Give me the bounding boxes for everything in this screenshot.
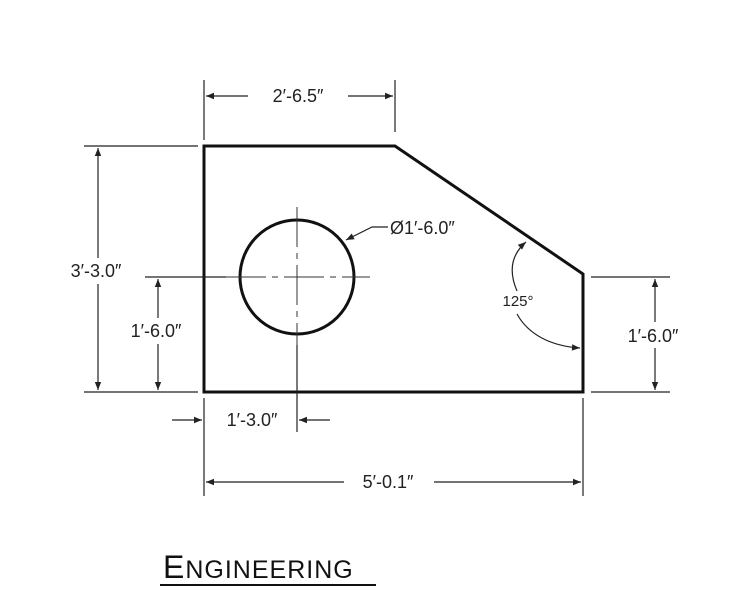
dim-hole-diameter: Ø1′-6.0″ — [390, 218, 455, 238]
dim-right-edge-height: 1′-6.0″ — [628, 326, 679, 346]
dim-overall-width: 5′-0.1″ — [363, 472, 414, 492]
dim-angle: 125° — [502, 293, 533, 310]
dim-hole-center-offset: 1′-3.0″ — [227, 410, 278, 430]
dim-arc-angle-upper — [511, 241, 527, 292]
dim-overall-height: 3′-3.0″ — [71, 261, 122, 281]
dim-hole-center-height: 1′-6.0″ — [131, 321, 182, 341]
caption: ENGINEERING — [163, 549, 354, 585]
dim-arc-angle-lower — [516, 313, 581, 351]
leader-hole-diameter — [345, 226, 388, 241]
dim-top-width: 2′-6.5″ — [273, 86, 324, 106]
part-outline — [202, 144, 585, 394]
